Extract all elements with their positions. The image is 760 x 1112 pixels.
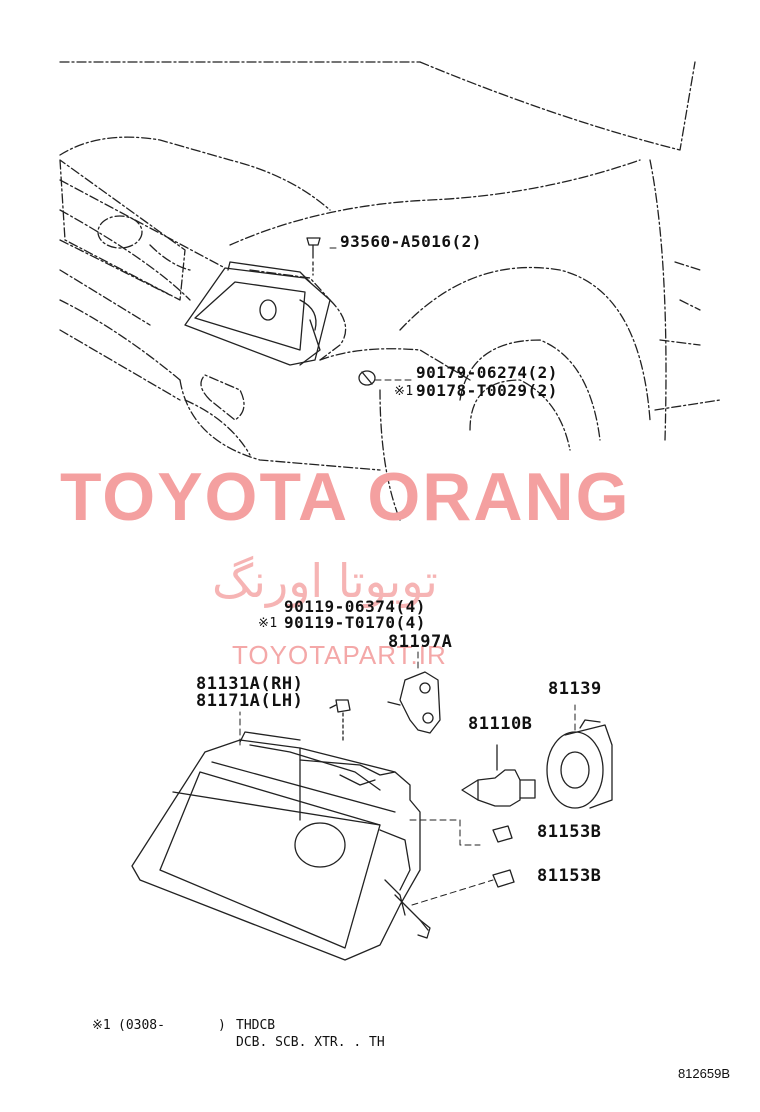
part-label-screw-d: 90119-T0170(4) xyxy=(284,613,426,632)
footnote-mark-screw: ※1 xyxy=(258,616,278,631)
footnote-line1: THDCB xyxy=(236,1018,276,1033)
reference-number: 812659B xyxy=(677,1066,730,1081)
part-label-bolt-a: 90179-06274(2) xyxy=(416,363,558,382)
headlamp-assembly xyxy=(131,731,431,961)
screw-mid-shape xyxy=(329,699,351,741)
bolt-shape xyxy=(358,370,376,386)
part-label-socket-1: 81153B xyxy=(537,822,602,842)
footnote-line2: DCB. SCB. XTR. . TH xyxy=(236,1035,385,1050)
bracket-shape xyxy=(387,671,441,734)
part-label-bracket: 81197A xyxy=(388,632,453,652)
part-label-bulb: 81110B xyxy=(468,714,533,734)
footnote-mark: ※1 xyxy=(92,1018,111,1033)
footnote-date: (0308- xyxy=(118,1018,165,1033)
footnote-mark-bolt: ※1 xyxy=(394,384,414,399)
part-label-socket-2: 81153B xyxy=(537,866,602,886)
part-label-lamp-lh: 81171A(LH) xyxy=(196,691,304,711)
watermark-title: TOYOTA ORANG xyxy=(60,459,631,535)
part-label-cover: 81139 xyxy=(548,679,602,699)
socket-shape-2 xyxy=(492,869,515,888)
socket-shape-1 xyxy=(492,825,513,843)
bulb-shape xyxy=(461,744,536,807)
watermark-persian: تویوتا اورنگ xyxy=(212,554,438,608)
vehicle-outline xyxy=(59,61,721,521)
screw-top-shape xyxy=(306,237,321,276)
footnote-close: ) xyxy=(218,1018,226,1033)
part-label-bolt-b: 90178-T0029(2) xyxy=(416,381,558,400)
cover-shape xyxy=(546,719,613,809)
part-label-screw-c: 90119-06374(4) xyxy=(284,597,426,616)
watermark-url: TOYOTAPART.IR xyxy=(232,640,447,670)
leader-lines xyxy=(239,247,576,906)
part-label-lamp-rh: 81131A(RH) xyxy=(196,674,304,694)
part-label-screw-top: 93560-A5016(2) xyxy=(340,232,482,251)
vehicle-headlamp xyxy=(184,261,331,366)
